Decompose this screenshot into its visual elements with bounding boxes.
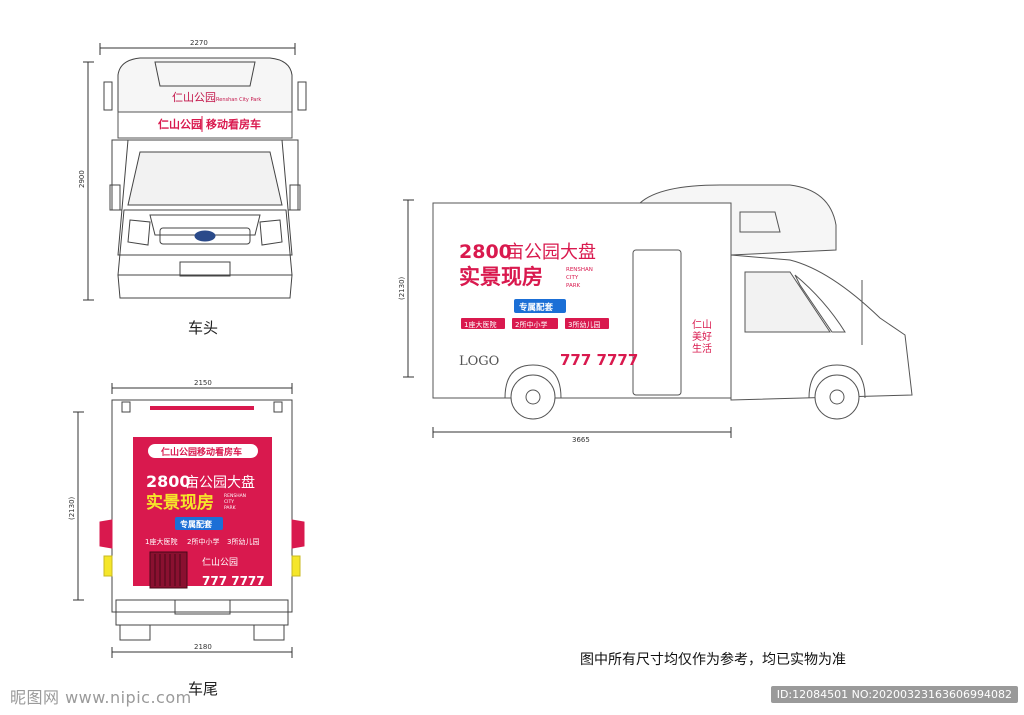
side-headline-num: 2800 xyxy=(459,241,512,263)
side-headline-rest: 亩公园大盘 xyxy=(506,242,596,263)
side-dim-length: 3665 xyxy=(572,436,590,444)
rear-grille xyxy=(149,551,188,589)
rear-ad-panel xyxy=(133,437,272,586)
rear-grille-slats xyxy=(154,554,181,586)
front-view-caption: 车头 xyxy=(188,319,219,337)
side-dim-height: (2130) xyxy=(398,276,406,300)
rear-en-1: RENSHAN xyxy=(224,493,246,499)
front-banner xyxy=(150,114,262,134)
rear-headline-rest: 亩公园大盘 xyxy=(185,474,255,491)
rear-sub-headline: 实景现房 xyxy=(146,492,214,513)
rear-amenity-3: 3所幼儿园 xyxy=(227,537,259,546)
side-amenity-2: 2所中小学 xyxy=(515,320,547,329)
rear-amenity-1: 1座大医院 xyxy=(145,537,177,546)
side-tag-text: 专属配套 xyxy=(519,302,554,313)
side-amenity-3: 3所幼儿园 xyxy=(568,320,600,329)
front-view xyxy=(83,43,307,301)
side-amenity-box-2 xyxy=(512,318,558,329)
side-en-2: CITY xyxy=(566,275,579,281)
side-amenity-box-3 xyxy=(565,318,609,329)
side-en-3: PARK xyxy=(566,283,581,289)
side-calligraphy-3: 生活 xyxy=(692,342,712,355)
side-logo-text: LOGO xyxy=(459,354,499,369)
rear-pill-text: 仁山公园移动看房车 xyxy=(161,446,242,458)
side-amenity-1: 1座大医院 xyxy=(464,320,496,329)
front-banner-left: 仁山公园 xyxy=(158,117,202,131)
rear-headline-num: 2800 xyxy=(146,472,191,491)
side-amenity-box-1 xyxy=(461,318,505,329)
side-calligraphy-2: 美好 xyxy=(692,330,712,343)
rear-dim-side: (2130) xyxy=(68,496,76,520)
rear-roof-bar xyxy=(150,406,254,410)
side-sub-headline: 实景现房 xyxy=(459,265,543,289)
front-header-logo: 仁山公园 xyxy=(172,91,216,104)
front-banner-right: 移动看房车 xyxy=(206,117,261,131)
rear-tag-text: 专属配套 xyxy=(180,519,213,529)
rear-dim-top: 2150 xyxy=(194,379,212,387)
watermark-left: 昵图网 www.nipic.com xyxy=(10,688,192,707)
front-dim-height: 2900 xyxy=(78,170,86,188)
rear-dim-bottom: 2180 xyxy=(194,643,212,651)
side-calligraphy-1: 仁山 xyxy=(692,319,712,331)
dimension-note: 图中所有尺寸均仅作为参考，均已实物为准 xyxy=(580,652,846,668)
side-view xyxy=(403,184,913,438)
side-tag xyxy=(514,299,566,313)
rear-en-3: PARK xyxy=(224,505,237,511)
front-header-logo-sub: Renshan City Park xyxy=(216,97,261,103)
watermark-right: ID:12084501 NO:20200323163606994082 xyxy=(770,686,1018,703)
rear-pill xyxy=(148,444,258,458)
rear-logo: 仁山公园 xyxy=(202,556,238,568)
rear-tag xyxy=(175,517,223,530)
side-phone: 777 7777 xyxy=(560,351,638,369)
rear-phone: 777 7777 xyxy=(202,574,265,588)
side-en-1: RENSHAN xyxy=(566,267,593,273)
rear-en-2: CITY xyxy=(224,499,234,505)
rear-view-caption: 车尾 xyxy=(188,680,219,698)
rear-amenity-2: 2所中小学 xyxy=(187,537,219,546)
front-dim-width: 2270 xyxy=(190,39,208,47)
